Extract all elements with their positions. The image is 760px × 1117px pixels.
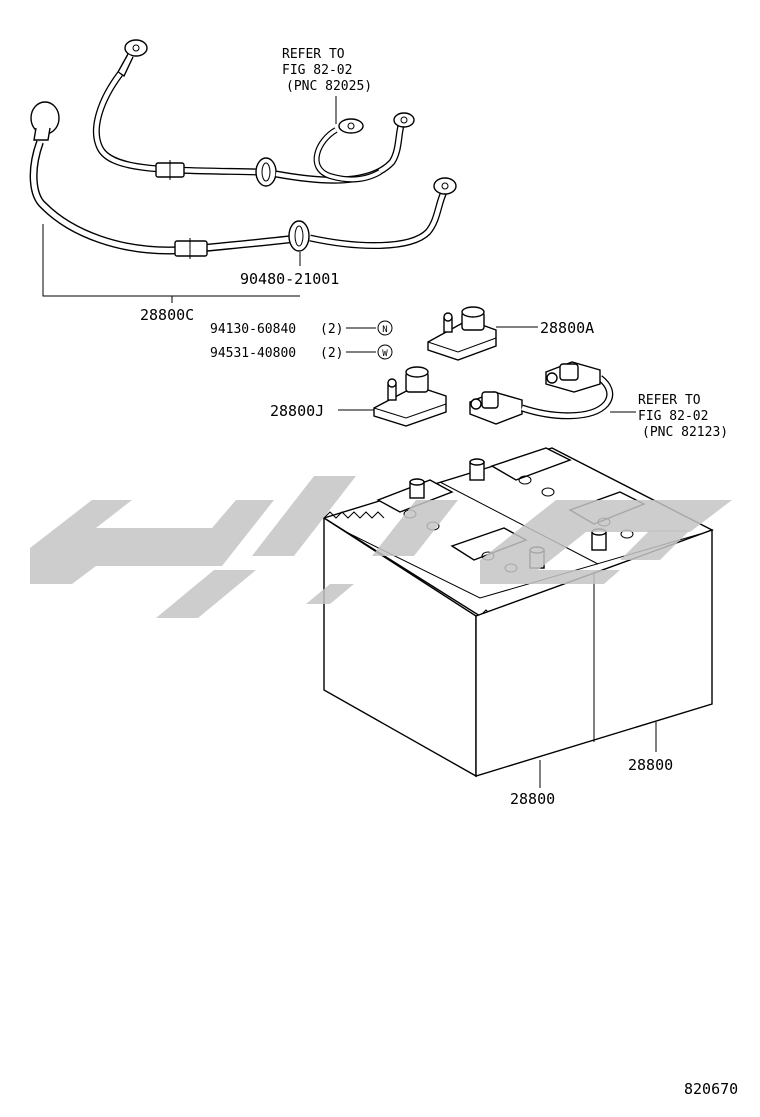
label-washer-qty: (2) xyxy=(320,346,343,361)
washer-icon: W xyxy=(346,344,393,360)
refer-note-right: REFER TO FIG 82-02 (PNC 82123) xyxy=(638,393,728,440)
washer-symbol: W xyxy=(382,349,388,359)
negative-cable xyxy=(469,361,636,425)
label-terminal-a: 28800A xyxy=(540,319,594,337)
refer-top-line3: (PNC 82025) xyxy=(286,79,372,94)
refer-right-line2: FIG 82-02 xyxy=(638,409,708,424)
label-nut-qty: (2) xyxy=(320,322,343,337)
label-battery-right: 28800 xyxy=(628,756,673,774)
nut-symbol: N xyxy=(382,325,387,335)
terminal-28800a xyxy=(427,306,538,361)
figure-number: 820670 xyxy=(684,1080,738,1098)
ring-terminal-lower-right xyxy=(433,177,457,195)
watermark-logo xyxy=(30,476,732,618)
ring-terminal-top xyxy=(117,39,148,78)
label-washer-part: 94531-40800 xyxy=(210,346,296,361)
battery xyxy=(322,447,714,788)
ring-terminal-small-loop xyxy=(338,118,364,134)
terminal-28800j xyxy=(338,366,447,427)
refer-right-line1: REFER TO xyxy=(638,393,701,408)
refer-top-line1: REFER TO xyxy=(282,47,345,62)
label-battery-left: 28800 xyxy=(510,790,555,808)
refer-top-line2: FIG 82-02 xyxy=(282,63,352,78)
refer-right-line3: (PNC 82123) xyxy=(642,425,728,440)
label-nut-part: 94130-60840 xyxy=(210,322,296,337)
label-cable-part: 28800C xyxy=(140,306,194,324)
battery-cable-assembly xyxy=(29,39,457,303)
ring-terminal-upper-right xyxy=(393,112,415,128)
nut-icon: N xyxy=(346,320,393,336)
label-grommet-part: 90480-21001 xyxy=(240,270,339,288)
label-terminal-j: 28800J xyxy=(270,402,324,420)
terminal-boot-left xyxy=(30,101,60,141)
refer-note-top: REFER TO FIG 82-02 (PNC 82025) xyxy=(282,47,372,94)
